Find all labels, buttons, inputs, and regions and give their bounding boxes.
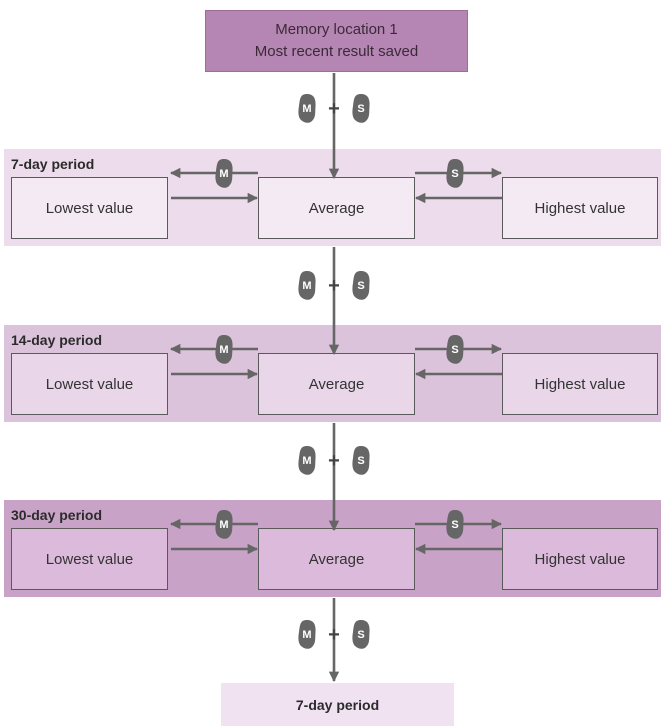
s-button-icon: S — [352, 446, 370, 475]
plus-sign: + — [328, 624, 340, 646]
m-button-icon: M — [298, 94, 316, 123]
svg-text:M: M — [302, 103, 311, 115]
svg-text:S: S — [357, 629, 364, 641]
lowest-value-box: Lowest value — [11, 353, 168, 415]
svg-text:M: M — [302, 629, 311, 641]
svg-text:S: S — [451, 168, 458, 180]
svg-text:S: S — [357, 280, 364, 292]
period-title: 30-day period — [11, 507, 103, 523]
svg-text:S: S — [357, 103, 364, 115]
period-title: 7-day period — [11, 156, 95, 172]
period-title: 14-day period — [11, 332, 103, 348]
m-button-icon: M — [215, 159, 233, 188]
memory-location-box: Memory location 1 Most recent result sav… — [205, 10, 468, 72]
average-box: Average — [258, 353, 415, 415]
period-7-day-band: 7-day period Lowest value Average Highes… — [4, 149, 661, 246]
plus-sign: + — [328, 98, 340, 120]
memory-location-title: Memory location 1 — [275, 21, 398, 38]
m-button-icon: M — [298, 620, 316, 649]
svg-text:S: S — [451, 344, 458, 356]
memory-location-subtitle: Most recent result saved — [254, 43, 419, 60]
next-period-box: 7-day period — [221, 683, 454, 726]
svg-text:M: M — [219, 519, 228, 531]
svg-text:M: M — [219, 168, 228, 180]
period-30-day-band: 30-day period Lowest value Average Highe… — [4, 500, 661, 597]
highest-value-box: Highest value — [502, 177, 658, 239]
plus-sign: + — [328, 275, 340, 297]
average-box: Average — [258, 528, 415, 590]
m-button-icon: M — [215, 335, 233, 364]
svg-text:S: S — [357, 455, 364, 467]
s-button-icon: S — [352, 94, 370, 123]
svg-text:M: M — [302, 280, 311, 292]
period-14-day-band: 14-day period Lowest value Average Highe… — [4, 325, 661, 422]
svg-text:M: M — [219, 344, 228, 356]
s-button-icon: S — [446, 335, 464, 364]
lowest-value-box: Lowest value — [11, 528, 168, 590]
s-button-icon: S — [352, 620, 370, 649]
highest-value-box: Highest value — [502, 528, 658, 590]
highest-value-box: Highest value — [502, 353, 658, 415]
s-button-icon: S — [446, 510, 464, 539]
s-button-icon: S — [446, 159, 464, 188]
m-button-icon: M — [298, 446, 316, 475]
lowest-value-box: Lowest value — [11, 177, 168, 239]
s-button-icon: S — [352, 271, 370, 300]
plus-sign: + — [328, 450, 340, 472]
svg-text:S: S — [451, 519, 458, 531]
m-button-icon: M — [298, 271, 316, 300]
svg-text:M: M — [302, 455, 311, 467]
m-button-icon: M — [215, 510, 233, 539]
